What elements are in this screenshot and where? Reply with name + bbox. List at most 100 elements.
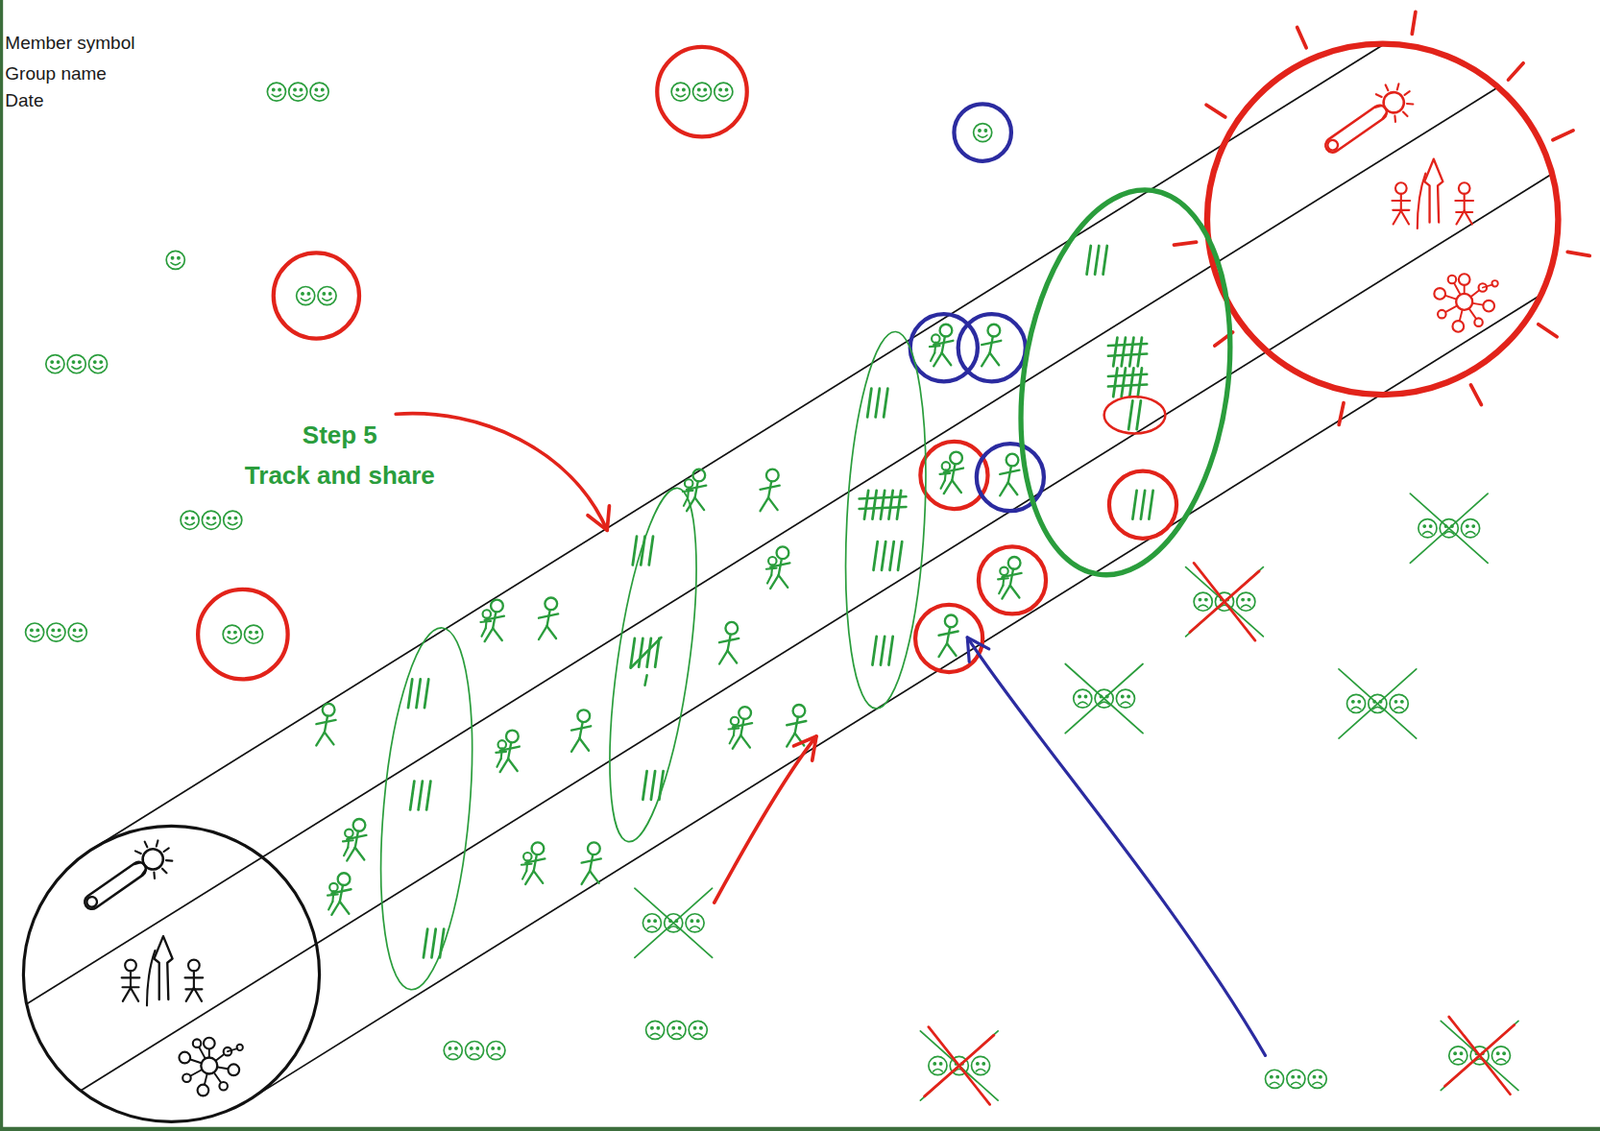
sad-members-part bbox=[1418, 519, 1437, 538]
happy-members-part bbox=[36, 629, 40, 632]
tally-marks-part bbox=[1087, 245, 1091, 275]
member-figure-part bbox=[770, 575, 779, 589]
sad-members-part bbox=[975, 1063, 979, 1067]
family-tree-icon-part bbox=[1424, 159, 1443, 223]
tally-marks-part bbox=[1108, 384, 1147, 387]
circled-happy-members-part bbox=[328, 292, 332, 296]
happy-members-part bbox=[170, 263, 181, 266]
network-icon-part bbox=[237, 1044, 243, 1051]
member-figure-part bbox=[990, 337, 994, 354]
family-tree-icon-part bbox=[1463, 193, 1466, 212]
member-figure-part bbox=[589, 871, 600, 884]
member-figure-part bbox=[331, 901, 340, 916]
tally-columns-part bbox=[1109, 471, 1177, 539]
form-field-label: Member symbol bbox=[4, 32, 135, 54]
tube-lane-lines-part bbox=[80, 173, 1552, 1091]
member-figure-part bbox=[353, 819, 366, 832]
sad-members-part bbox=[634, 888, 713, 958]
sad-members-part bbox=[1065, 664, 1143, 734]
member-figure-part bbox=[999, 567, 1009, 576]
family-tree-icon-part bbox=[1458, 182, 1471, 194]
network-icon-part bbox=[193, 1039, 202, 1047]
tally-ellipse bbox=[1104, 396, 1166, 434]
member-figure-part bbox=[581, 858, 602, 863]
member-figure-part bbox=[580, 738, 590, 752]
happy-members-part bbox=[278, 88, 282, 92]
sad-members-part bbox=[1186, 567, 1264, 637]
tally-marks-part bbox=[864, 490, 869, 520]
member-figure-part bbox=[768, 557, 777, 565]
member-figure-part bbox=[786, 721, 806, 726]
member-figure-part bbox=[492, 611, 496, 629]
family-tree-icon-part bbox=[1391, 199, 1410, 202]
member-figure-part bbox=[344, 829, 354, 838]
pin-sun-icon-part bbox=[153, 840, 160, 847]
tally-marks-part bbox=[1121, 367, 1126, 397]
happy-members-part bbox=[51, 629, 55, 632]
pin-sun-icon bbox=[74, 832, 180, 922]
sad-members-part bbox=[1078, 702, 1089, 704]
network-icon-part bbox=[1437, 310, 1447, 318]
network-icon-part bbox=[227, 1064, 240, 1076]
happy-members-part bbox=[191, 516, 194, 520]
network-icon-part bbox=[1452, 320, 1464, 333]
network-icon-part bbox=[1448, 275, 1457, 284]
sad-members-part bbox=[1465, 532, 1476, 534]
member-figure-part bbox=[942, 461, 951, 470]
happy-members-part bbox=[228, 516, 232, 520]
circled-happy-members-part bbox=[197, 589, 289, 679]
tally-marks-part bbox=[424, 678, 429, 708]
sad-members-part bbox=[1409, 493, 1488, 563]
sad-members-part bbox=[1338, 669, 1417, 739]
member-figure-part bbox=[522, 871, 527, 879]
member-figure-part bbox=[981, 340, 1001, 345]
annotation-arrow-part bbox=[587, 506, 609, 531]
happy-members bbox=[180, 510, 243, 530]
tally-marks-part bbox=[410, 781, 414, 811]
happy-members-part bbox=[185, 522, 195, 525]
tally-marks bbox=[1108, 367, 1147, 397]
sad-members-part bbox=[933, 1068, 944, 1071]
pin-sun-icon-part bbox=[1376, 92, 1382, 98]
member-figure-part bbox=[684, 479, 694, 487]
tally-marks bbox=[408, 678, 429, 708]
sad-members-part bbox=[1241, 598, 1245, 602]
sad-members-part bbox=[469, 1054, 480, 1057]
member-figure-part bbox=[929, 345, 941, 347]
circled-happy-members-part bbox=[234, 630, 238, 634]
sad-members-part bbox=[1193, 592, 1213, 611]
tally-marks-part bbox=[638, 638, 643, 668]
sad-members-part bbox=[928, 1056, 947, 1075]
member-figure-part bbox=[329, 883, 339, 892]
happy-members-part bbox=[47, 623, 66, 642]
circled-happy-members-part bbox=[697, 94, 707, 97]
page-frame-part bbox=[0, 1127, 1600, 1131]
family-tree-icon-part bbox=[146, 950, 156, 1006]
circled-happy-members-part bbox=[671, 82, 690, 101]
sad-members-part bbox=[939, 1063, 943, 1067]
member-figure-part bbox=[1008, 482, 1019, 495]
happy-members-part bbox=[206, 516, 210, 520]
sad-members-part bbox=[685, 914, 704, 933]
member-figure-part bbox=[793, 704, 806, 718]
member-figure-part bbox=[322, 703, 336, 717]
happy-members-part bbox=[79, 629, 83, 632]
sad-members-part bbox=[1291, 1082, 1302, 1085]
tally-marks-part bbox=[872, 490, 876, 520]
network-icon-part bbox=[1491, 280, 1498, 287]
member-figure-part bbox=[729, 735, 734, 744]
sad-members-part bbox=[667, 1020, 686, 1040]
member-figure-part bbox=[981, 353, 991, 367]
sad-members-part bbox=[1120, 695, 1124, 699]
circled-happy-members-part bbox=[322, 298, 333, 301]
sad-members-part bbox=[1491, 1046, 1510, 1066]
member-figure-part bbox=[930, 353, 935, 362]
tally-marks-part bbox=[416, 678, 421, 708]
network-icon-part bbox=[178, 1052, 191, 1065]
circled-happy-members-part bbox=[977, 135, 988, 138]
happy-members-part bbox=[25, 623, 45, 642]
circled-happy-members-part bbox=[719, 88, 723, 92]
circled-happy-members-part bbox=[301, 292, 305, 296]
member-figure-part bbox=[480, 621, 491, 623]
tally-marks-part bbox=[875, 388, 880, 418]
